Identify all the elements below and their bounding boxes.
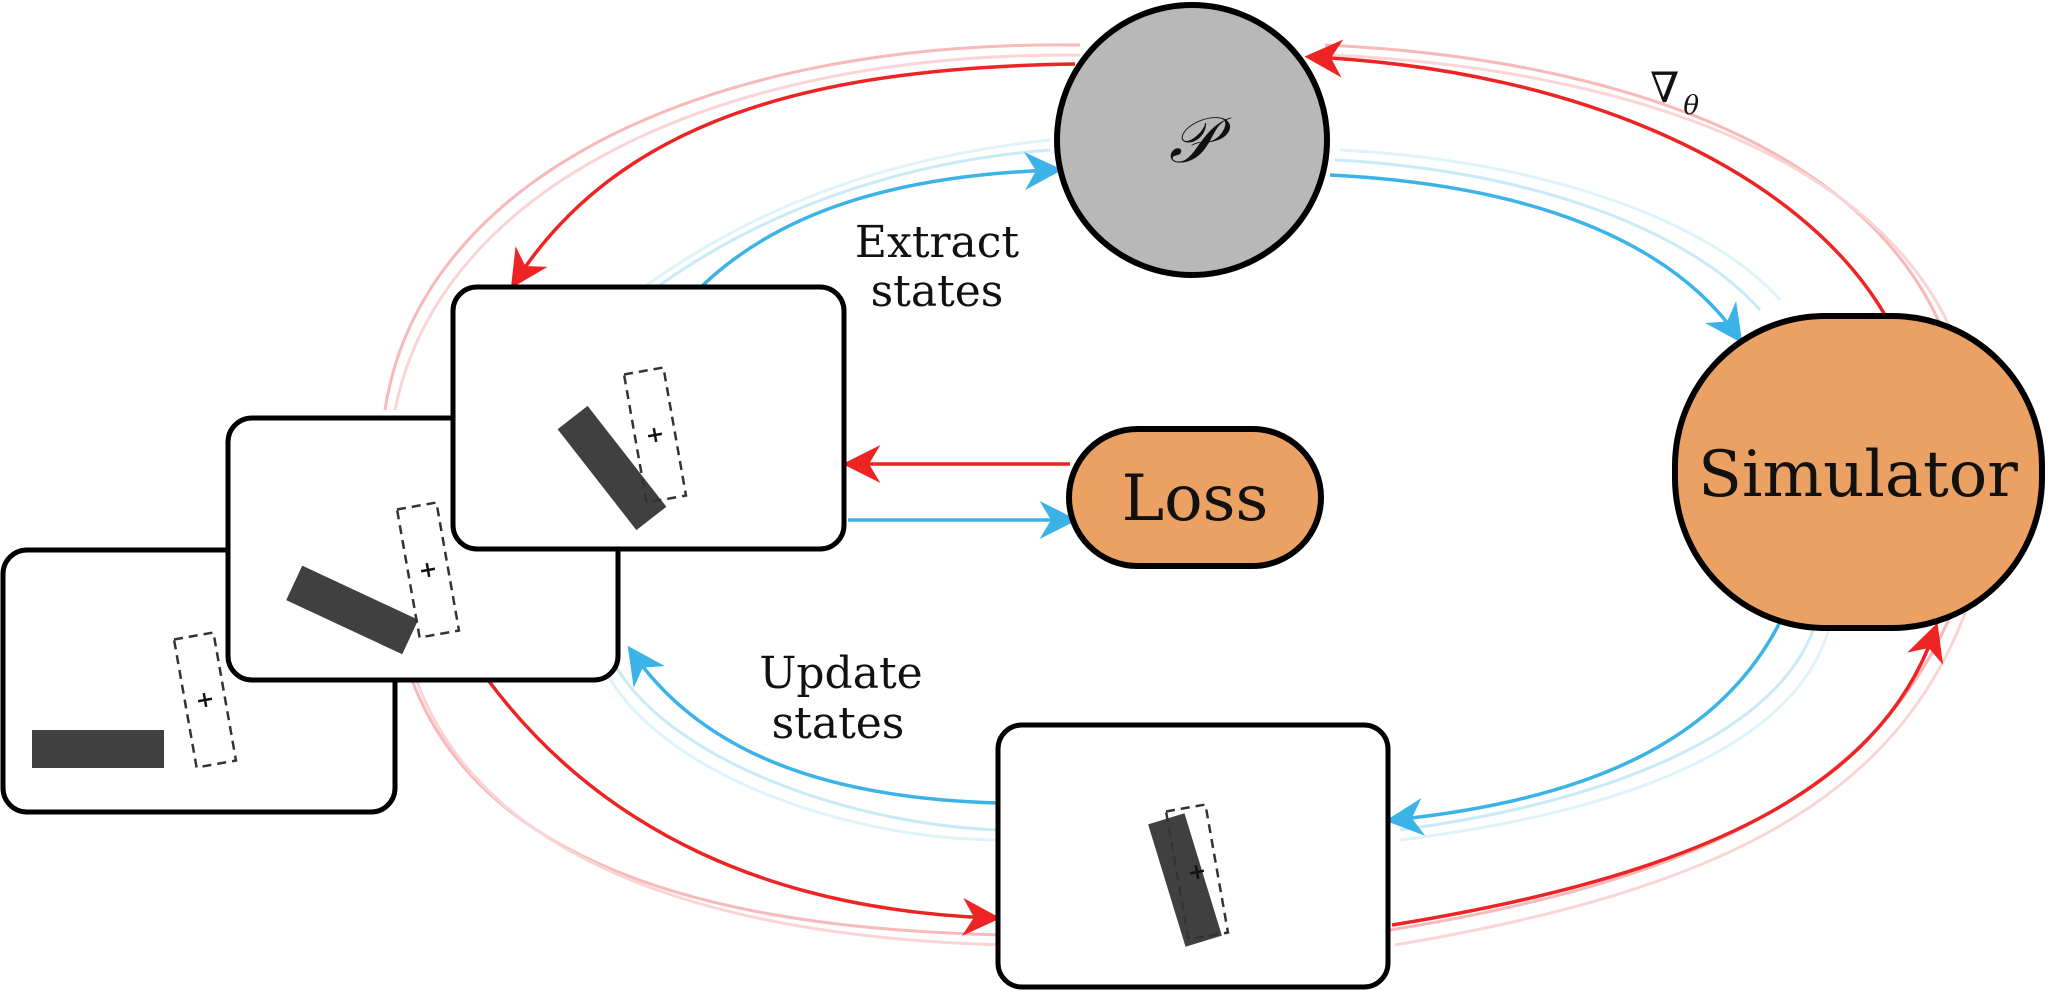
update-label-line1: Update — [759, 648, 922, 699]
gradient-subscript: θ — [1683, 91, 1699, 121]
arrow-frames-to-bottom — [486, 678, 1001, 936]
loss-label: Loss — [1122, 462, 1269, 536]
arrow-bottom-to-simulator — [1391, 622, 1944, 927]
object-block — [286, 565, 419, 655]
arrow-policy-to-simulator — [1329, 173, 1743, 344]
arrow-simulator-to-bottom — [1385, 621, 1782, 836]
state-frame-front — [450, 284, 847, 552]
forward-arrows — [627, 151, 1782, 836]
gradient-arrows — [486, 39, 1944, 936]
object-block — [32, 730, 164, 768]
arrow-bottom-to-frames — [627, 645, 999, 805]
loss-node: Loss — [1066, 426, 1324, 569]
extract-label-line1: Extract — [855, 217, 1020, 268]
target-box — [622, 366, 688, 504]
object-block — [1148, 813, 1222, 947]
target-box — [172, 631, 238, 769]
arrow-frame-to-policy — [698, 151, 1063, 290]
target-box — [395, 501, 461, 639]
object-block — [557, 405, 667, 531]
arrow-simulator-to-policy — [1304, 39, 1887, 316]
state-frame-bottom — [995, 722, 1391, 990]
gradient-label: ∇θ — [1650, 63, 1699, 121]
target-box — [1164, 803, 1230, 941]
gradient-symbol: ∇ — [1650, 63, 1679, 112]
simulator-label: Simulator — [1698, 438, 2018, 512]
simulator-node: Simulator — [1672, 313, 2045, 631]
policy-node: 𝒫 — [1054, 2, 1330, 278]
update-label-line2: states — [772, 698, 905, 749]
arrow-policy-to-frames — [510, 62, 1076, 289]
extract-label-line2: states — [871, 266, 1004, 317]
